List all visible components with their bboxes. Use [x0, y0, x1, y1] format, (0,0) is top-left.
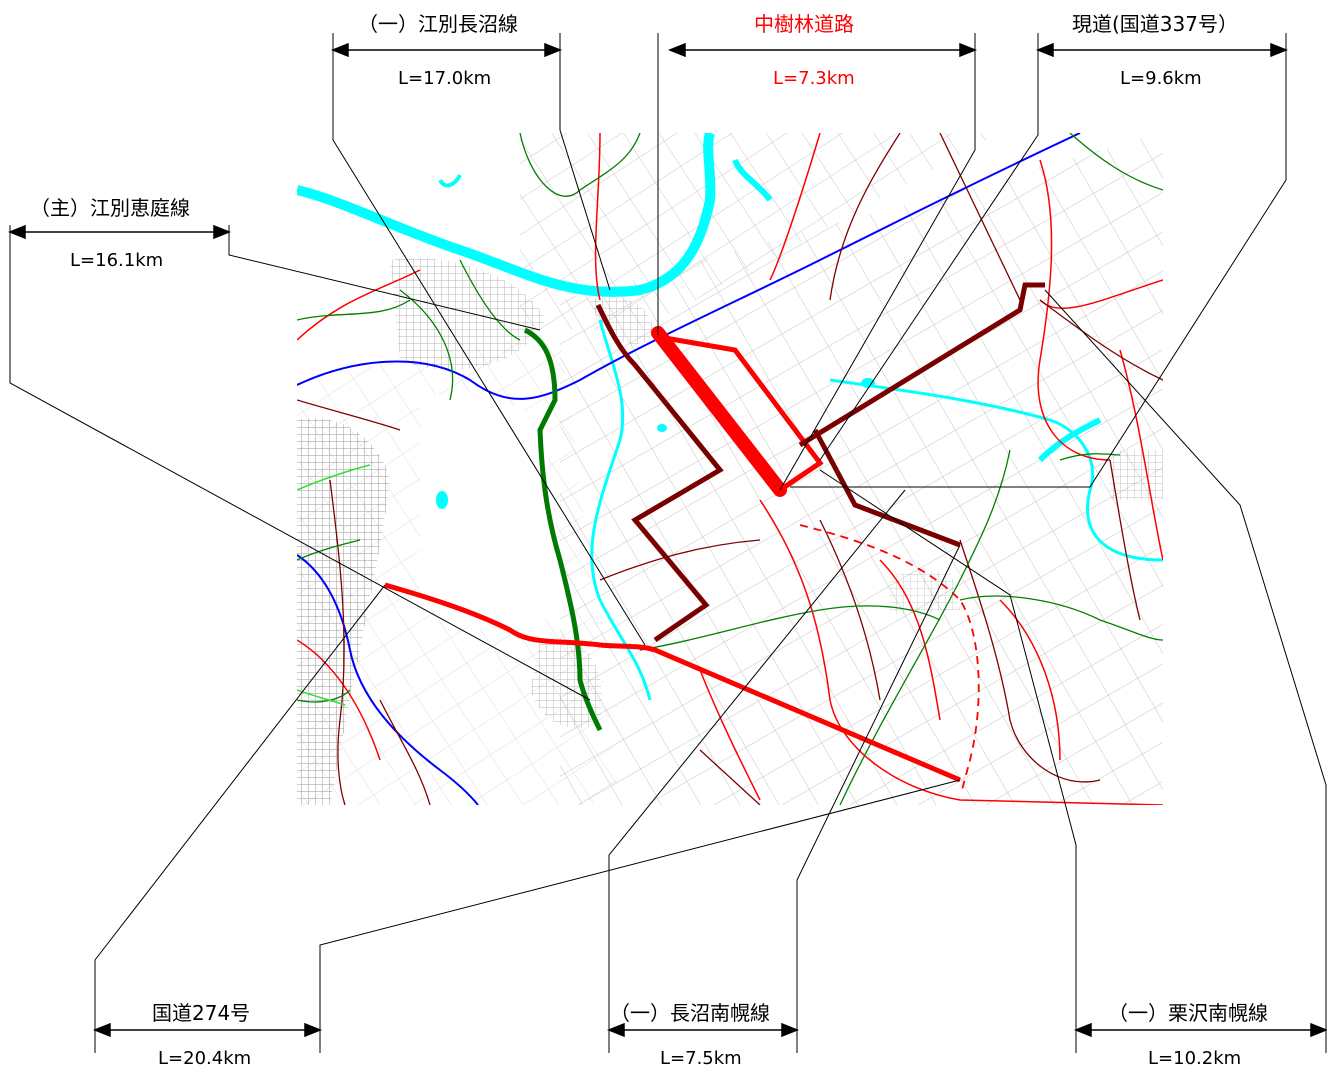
river-segment — [1037, 417, 1102, 463]
route-ebetsu-naganuma — [595, 303, 724, 643]
route-274 — [384, 582, 961, 783]
label-route-274: 国道274号 — [152, 1001, 251, 1025]
street-grid-east — [560, 133, 1163, 805]
length-naganuma-nanporo: L=7.5km — [660, 1048, 742, 1069]
light-green-roads — [297, 464, 371, 706]
oxbow-lake — [732, 158, 773, 202]
label-naganuma-nanporo: （一）長沼南幌線 — [610, 1001, 770, 1025]
yubari-river — [829, 378, 1163, 562]
national-roads — [297, 133, 1163, 805]
length-kurisawa-nanporo: L=10.2km — [1148, 1048, 1242, 1069]
length-ebetsu-naganuma: L=17.0km — [398, 68, 492, 89]
open-field-area — [420, 391, 565, 630]
pond-center — [657, 424, 667, 432]
length-nakajurin: L=7.3km — [773, 68, 855, 89]
route-nakajurin — [651, 326, 787, 497]
leader-lines — [9, 33, 1327, 1053]
pond-east — [861, 378, 875, 388]
route-nakajurin-branch — [664, 335, 824, 493]
label-ebetsu-naganuma: （一）江別長沼線 — [358, 12, 518, 36]
dimension-arrows — [7, 42, 1327, 1038]
route-ebetsu-eniwa — [523, 327, 603, 732]
route-naganuma-nanporo — [812, 428, 961, 548]
planned-road-dashed — [799, 524, 980, 791]
prefectural-roads — [297, 133, 1163, 805]
length-ebetsu-eniwa: L=16.1km — [70, 250, 164, 271]
arrow-nakajurin — [667, 42, 978, 58]
arrow-274 — [92, 1022, 323, 1038]
expressway-south — [297, 554, 479, 805]
pond — [438, 174, 462, 188]
arrow-ebetsu-eniwa — [7, 224, 232, 240]
municipal-roads — [297, 133, 1163, 805]
arrow-ebetsu-naganuma — [330, 42, 563, 58]
urban-area-center — [590, 297, 652, 344]
length-route-274: L=20.4km — [158, 1048, 252, 1069]
arrow-337 — [1035, 42, 1289, 58]
street-grid-north — [520, 133, 1000, 330]
label-ebetsu-eniwa: （主）江別恵庭線 — [30, 196, 190, 220]
route-337 — [798, 282, 1045, 448]
ishikari-river — [297, 133, 716, 297]
map-base — [297, 133, 1163, 805]
arrow-naganuma-nanporo — [606, 1022, 800, 1038]
urban-area-south — [530, 638, 602, 729]
urban-area-ebetsu — [390, 258, 545, 370]
urban-area-east — [1110, 450, 1163, 500]
label-nakajurin: 中樹林道路 — [754, 12, 854, 36]
label-kurisawa-nanporo: （一）栗沢南幌線 — [1108, 1001, 1268, 1025]
length-route-337: L=9.6km — [1120, 68, 1202, 89]
label-route-337: 現道(国道337号） — [1072, 12, 1238, 36]
pond-west — [436, 491, 448, 509]
arrow-kurisawa-nanporo — [1073, 1022, 1327, 1038]
